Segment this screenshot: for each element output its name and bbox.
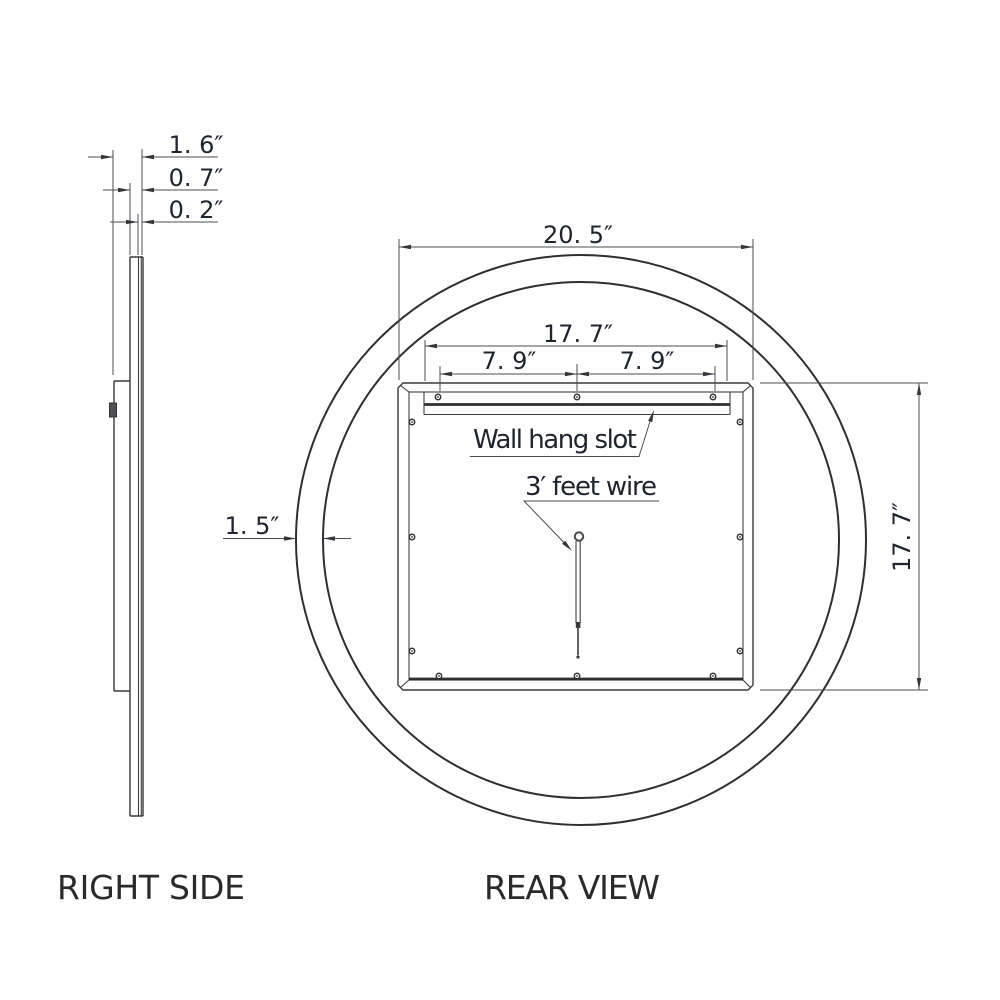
mirror-outer-circle bbox=[295, 254, 867, 826]
arrow-left-icon bbox=[142, 154, 154, 160]
feet-wire-label: 3′ feet wire bbox=[525, 472, 657, 502]
dim-label-glass-depth: 0. 2″ bbox=[169, 196, 224, 224]
arrow-right-icon bbox=[715, 343, 727, 349]
arrow-left-icon bbox=[142, 187, 154, 193]
dim-label-slot-pitch-right: 7. 9″ bbox=[620, 347, 675, 375]
arrow-left-icon bbox=[323, 536, 335, 541]
dim-label-frame-ring: 1. 5″ bbox=[225, 512, 280, 540]
arrow-right-icon bbox=[703, 371, 715, 377]
dim-label-panel-width: 20. 5″ bbox=[543, 221, 613, 249]
wire-loop bbox=[573, 531, 585, 542]
dim-label-panel-depth: 0. 7″ bbox=[169, 164, 224, 192]
arrow-right-icon bbox=[101, 154, 113, 160]
arrow-right-icon bbox=[741, 244, 753, 250]
dim-label-panel-height: 17. 7″ bbox=[888, 502, 916, 572]
hanging-wire bbox=[573, 531, 585, 659]
arrow-up-icon bbox=[916, 383, 922, 395]
dim-label-slot-pitch-left: 7. 9″ bbox=[482, 347, 537, 375]
dim-slot-pitch: 7. 9″ 7. 9″ bbox=[439, 347, 716, 391]
arrow-right-icon bbox=[118, 187, 130, 193]
side-hang-slot-bracket bbox=[109, 402, 117, 418]
arrow-down-right-icon bbox=[562, 540, 572, 551]
frame-outer-edge bbox=[397, 382, 754, 691]
hang-slot-leader-line bbox=[470, 419, 651, 457]
dim-panel-width: 20. 5″ bbox=[398, 221, 754, 380]
dim-frame-ring: 1. 5″ bbox=[223, 512, 351, 541]
arrow-left-icon bbox=[425, 343, 437, 349]
back-frame-box bbox=[113, 380, 130, 692]
arrow-left-icon bbox=[399, 244, 411, 250]
side-extension-lines bbox=[112, 149, 143, 375]
feet-wire-leader-line bbox=[522, 500, 659, 543]
arrow-up-right-icon bbox=[648, 410, 654, 423]
rear-view-title: REAR VIEW bbox=[484, 868, 660, 907]
dim-total-depth: 1. 6″ bbox=[88, 131, 224, 160]
right-side-title: RIGHT SIDE bbox=[57, 868, 245, 907]
arrow-right-icon bbox=[284, 536, 296, 541]
dim-panel-depth: 0. 7″ bbox=[103, 164, 224, 193]
dim-glass-depth: 0. 2″ bbox=[110, 196, 224, 225]
arrow-left-icon bbox=[440, 371, 452, 377]
annotation-hang-slot: Wall hang slot bbox=[470, 410, 654, 457]
arrow-right-icon bbox=[126, 219, 138, 225]
wall-hang-slot-bar bbox=[423, 392, 731, 416]
mirror-inner-circle bbox=[322, 281, 840, 799]
rivets bbox=[408, 393, 744, 680]
annotation-feet-wire: 3′ feet wire bbox=[522, 472, 659, 551]
right-side-view: 1. 6″ 0. 7″ 0. 2″ RIGHT SIDE bbox=[57, 131, 245, 907]
wire-tip bbox=[576, 655, 580, 659]
side-panel-profile bbox=[109, 256, 144, 817]
dim-label-total-depth: 1. 6″ bbox=[169, 131, 224, 159]
hang-slot-label: Wall hang slot bbox=[473, 425, 637, 455]
arrow-down-icon bbox=[916, 678, 922, 690]
arrow-left-icon bbox=[577, 371, 589, 377]
hang-slot-bar-outline bbox=[423, 392, 731, 416]
arrow-right-icon bbox=[565, 371, 577, 377]
dim-panel-height: 17. 7″ bbox=[760, 382, 928, 691]
dim-slot-length: 17. 7″ bbox=[424, 320, 728, 381]
frame-corner-bevels bbox=[400, 385, 751, 688]
wire-ferrule bbox=[575, 622, 581, 628]
arrow-left-icon bbox=[142, 219, 154, 225]
wire-shaft bbox=[575, 541, 581, 623]
dim-label-slot-length: 17. 7″ bbox=[543, 320, 613, 348]
rear-view: 20. 5″ 17. 7″ 7. 9″ 7. 9″ 1. 5″ bbox=[223, 221, 928, 907]
